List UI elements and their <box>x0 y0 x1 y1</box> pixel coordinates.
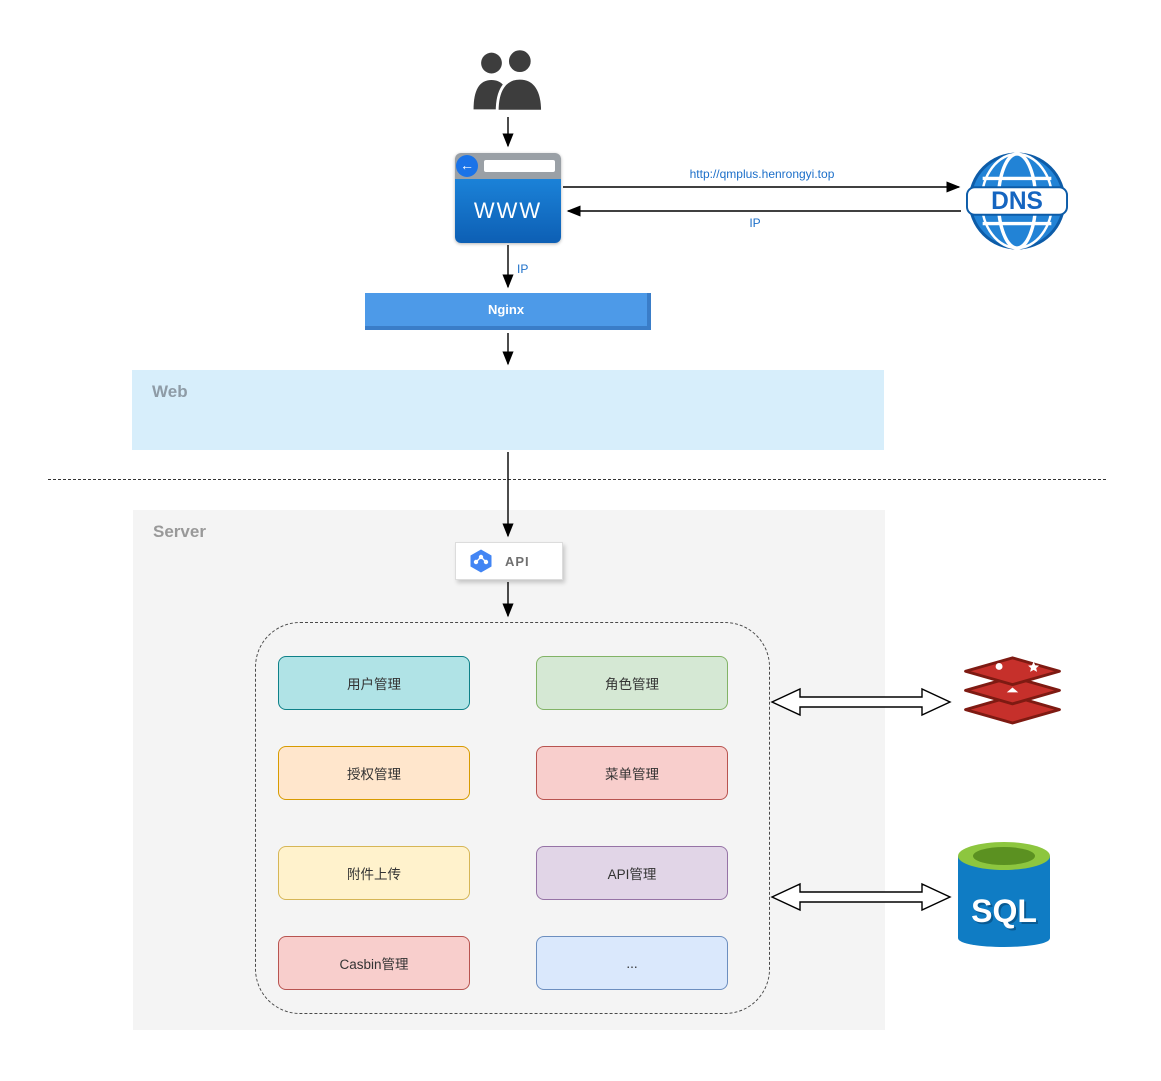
browser-node: ← WWW <box>455 153 561 243</box>
module-box-api-mgmt: API管理 <box>536 846 728 900</box>
module-label: ... <box>626 955 638 971</box>
module-label: 菜单管理 <box>605 767 659 782</box>
api-hexagon-icon <box>468 548 494 574</box>
users-icon <box>466 47 551 114</box>
server-zone-label: Server <box>153 522 206 541</box>
web-zone: Web <box>132 370 884 450</box>
module-box-role-mgmt: 角色管理 <box>536 656 728 710</box>
web-zone-label: Web <box>152 382 188 401</box>
address-bar <box>484 160 555 172</box>
sql-database-icon: SQL SQL <box>952 836 1056 960</box>
module-label: 授权管理 <box>347 767 401 782</box>
server-zone: Server <box>133 510 885 1030</box>
nginx-label: Nginx <box>487 302 525 317</box>
web-server-divider <box>48 479 1106 480</box>
module-box-file-upload: 附件上传 <box>278 846 470 900</box>
edge-label-ip-nginx: IP <box>517 262 528 276</box>
module-label: 角色管理 <box>605 677 659 692</box>
api-label: API <box>505 553 530 569</box>
browser-body: WWW <box>455 179 561 243</box>
arrow-browser-to-dns: http://qmplus.henrongyi.top <box>563 167 961 193</box>
dns-label: DNS <box>991 188 1043 215</box>
back-arrow-icon: ← <box>456 155 478 177</box>
modules-container: 用户管理 角色管理 授权管理 菜单管理 附件上传 API管理 Casbin管理 … <box>255 622 770 1014</box>
redis-icon <box>955 656 1070 744</box>
sql-label: SQL <box>971 893 1037 929</box>
module-label: 附件上传 <box>347 867 401 882</box>
module-box-more: ... <box>536 936 728 990</box>
www-label: WWW <box>473 198 543 223</box>
module-box-user-mgmt: 用户管理 <box>278 656 470 710</box>
module-box-menu-mgmt: 菜单管理 <box>536 746 728 800</box>
arrow-browser-to-nginx: IP <box>502 245 528 289</box>
module-label: 用户管理 <box>347 677 401 692</box>
module-box-casbin-mgmt: Casbin管理 <box>278 936 470 990</box>
sql-label-shadow: SQL <box>973 895 1039 931</box>
arrow-dns-to-browser: IP <box>566 205 961 230</box>
dns-node: DNS <box>966 150 1068 252</box>
edge-label-ip-dns: IP <box>749 216 760 230</box>
nginx-node: Nginx <box>365 293 651 330</box>
api-node: API <box>455 542 563 580</box>
edge-label-http: http://qmplus.henrongyi.top <box>690 167 835 181</box>
module-label: API管理 <box>607 867 657 882</box>
module-box-auth-mgmt: 授权管理 <box>278 746 470 800</box>
browser-toolbar: ← <box>455 153 561 179</box>
module-label: Casbin管理 <box>339 957 409 972</box>
